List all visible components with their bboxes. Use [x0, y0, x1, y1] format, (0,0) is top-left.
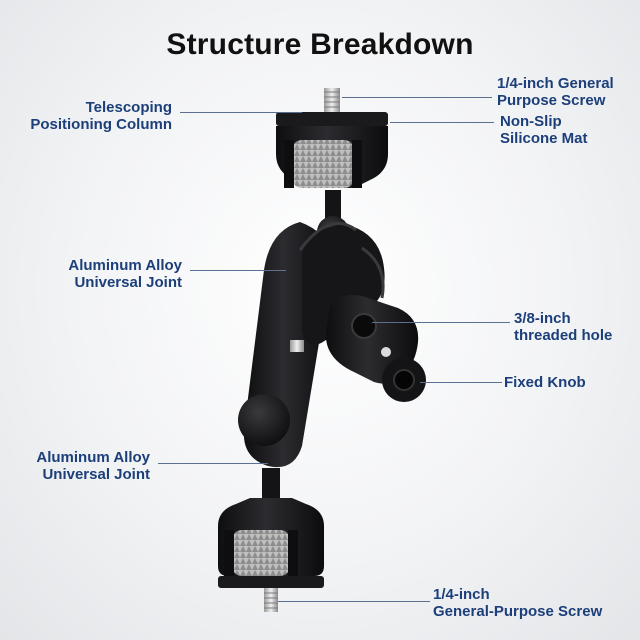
threaded-hole-block: [325, 295, 426, 402]
label-silicone-mat: Non-Slip Silicone Mat: [500, 113, 588, 147]
bottom-screw: [264, 588, 278, 612]
top-clamp-head: [276, 112, 388, 188]
leader-silicone-mat: [390, 122, 494, 123]
threaded-hole: [351, 313, 377, 339]
label-telescoping: Telescoping Positioning Column: [30, 99, 172, 133]
page-title: Structure Breakdown: [166, 28, 474, 61]
leader-joint-upper: [190, 270, 286, 271]
leader-telescoping: [180, 112, 302, 113]
label-threaded-hole: 3/8-inch threaded hole: [514, 310, 613, 344]
label-joint-upper: Aluminum Alloy Universal Joint: [68, 257, 182, 291]
leader-fixed-knob: [420, 382, 502, 383]
label-bottom-screw: 1/4-inch General-Purpose Screw: [433, 586, 603, 620]
lower-ball: [238, 394, 290, 446]
top-column: [325, 190, 341, 220]
bottom-knurled-knob: [232, 530, 290, 576]
set-screw: [381, 347, 391, 357]
leader-bottom-screw: [278, 601, 430, 602]
leader-threaded-hole: [372, 322, 510, 323]
leader-joint-lower: [158, 463, 268, 464]
label-top-screw: 1/4-inch General Purpose Screw: [497, 75, 614, 109]
label-fixed-knob: Fixed Knob: [504, 374, 586, 391]
top-knurled-knob: [292, 140, 354, 188]
silicone-mat-top: [276, 112, 388, 126]
bottom-clamp-head: [218, 498, 324, 588]
label-joint-lower: Aluminum Alloy Universal Joint: [36, 449, 150, 483]
top-screw: [324, 88, 340, 112]
leader-top-screw: [342, 97, 492, 98]
